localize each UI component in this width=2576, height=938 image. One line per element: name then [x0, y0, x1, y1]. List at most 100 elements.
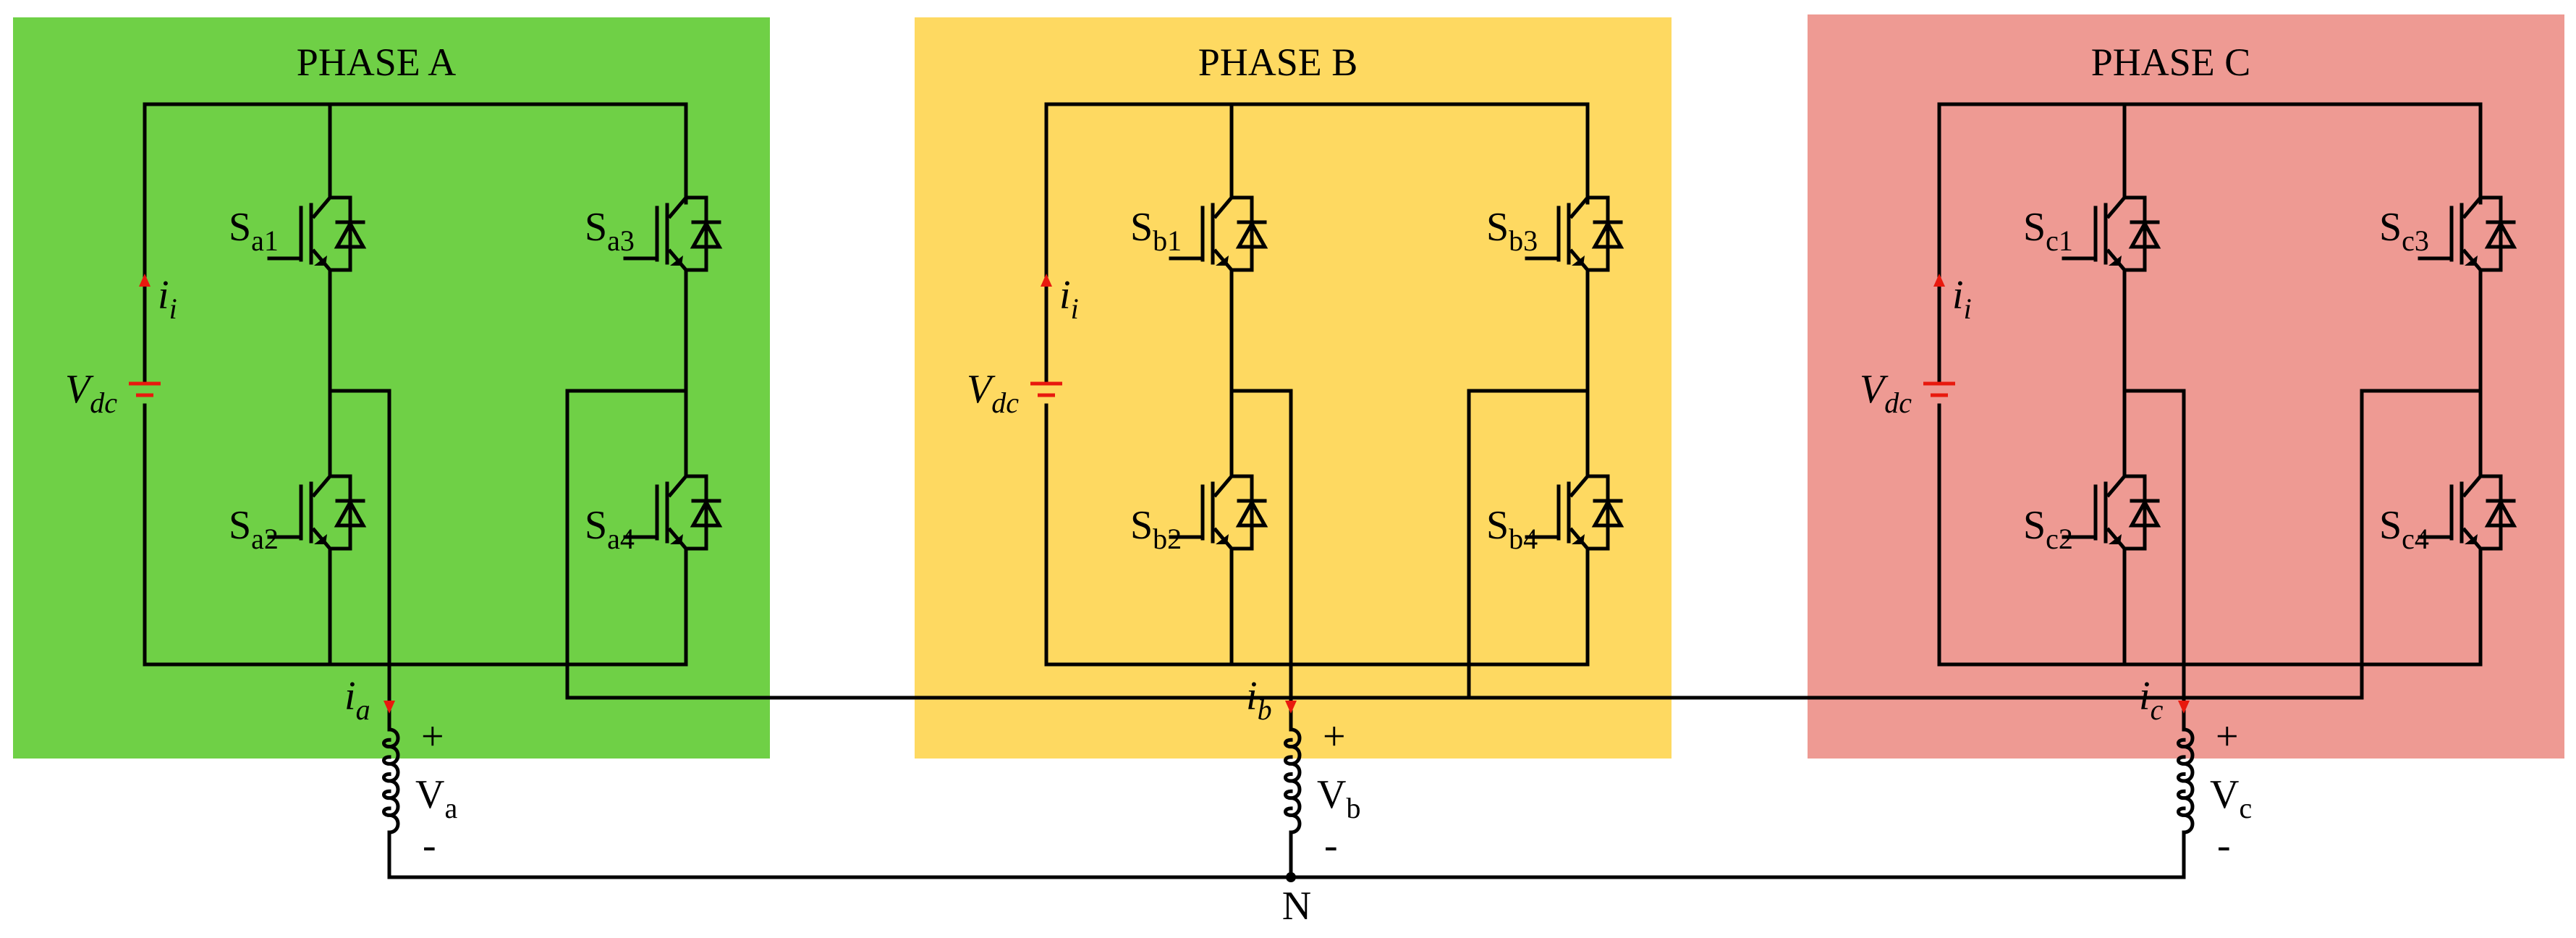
label-phase-c-output-current-sub: c — [2151, 693, 2164, 726]
label-switch-b3-main: S — [1486, 205, 1509, 250]
label-phase-c-vdc-main: V — [1860, 367, 1889, 412]
neutral-node-icon — [1286, 872, 1296, 882]
switch-c1-icon — [2062, 183, 2161, 284]
switch-c3-icon — [2418, 183, 2517, 284]
label-phase-a-vdc-main: V — [65, 367, 94, 412]
phase-c-left-output — [2122, 389, 2186, 711]
phase-b-top-rail — [1044, 102, 1590, 386]
phase-c-output-current-arrow-icon — [2178, 701, 2190, 714]
label-switch-a2: Sa2 — [229, 503, 279, 555]
phase-a-dc-current-arrow-icon — [139, 274, 151, 287]
label-phase-b-dc-current-sub: i — [1071, 292, 1079, 325]
neutral-label: N — [1282, 884, 1311, 929]
label-switch-a3-main: S — [585, 205, 607, 250]
phase-a-bottom-rail — [143, 403, 688, 667]
switch-c4-icon — [2418, 461, 2517, 564]
label-phase-c-voltage-main: V — [2210, 772, 2239, 817]
label-phase-b-voltage: Vb — [1317, 772, 1360, 824]
switch-c2-icon — [2062, 461, 2161, 564]
label-phase-c-voltage: Vc — [2210, 772, 2252, 824]
label-switch-b3-sub: b3 — [1509, 224, 1538, 257]
phase-b-dc-current-arrow-icon — [1041, 274, 1052, 287]
label-switch-a4-main: S — [585, 503, 607, 548]
switch-a4-icon — [623, 461, 723, 564]
label-switch-b4-main: S — [1486, 503, 1509, 548]
phase-c-right-output — [2360, 389, 2483, 700]
label-phase-a-voltage-main: V — [415, 772, 444, 817]
phase-b-minus-sign: - — [1324, 823, 1338, 868]
label-phase-b-dc-current-main: i — [1059, 273, 1071, 318]
phase-a-dc-source-icon — [129, 381, 161, 397]
phase-b-output-current-arrow-icon — [1285, 701, 1297, 714]
label-switch-a1-sub: a1 — [251, 224, 279, 257]
switch-a1-icon — [267, 183, 367, 284]
label-switch-b1: Sb1 — [1130, 205, 1182, 257]
label-switch-c4-main: S — [2379, 503, 2402, 548]
label-switch-b1-sub: b1 — [1153, 224, 1182, 257]
phase-c-plus-sign: + — [2216, 714, 2239, 759]
phase-a-title: PHASE A — [297, 41, 457, 84]
phase-a-panel — [13, 17, 770, 759]
label-switch-b2: Sb2 — [1130, 503, 1182, 555]
label-switch-c1: Sc1 — [2023, 205, 2073, 257]
phase-b-bottom-rail — [1044, 403, 1590, 667]
phase-b-panel — [915, 17, 1672, 759]
label-phase-b-output-current-sub: b — [1258, 693, 1272, 726]
switch-b1-icon — [1169, 183, 1268, 284]
label-switch-c2: Sc2 — [2023, 503, 2073, 555]
label-phase-c-output-current-main: i — [2139, 674, 2151, 719]
label-switch-a2-main: S — [229, 503, 251, 548]
phase-a-inductor-icon — [382, 727, 400, 835]
label-switch-c1-sub: c1 — [2046, 224, 2073, 257]
label-switch-b1-main: S — [1130, 205, 1153, 250]
phase-c-top-rail — [1937, 102, 2483, 386]
phase-b-plus-sign: + — [1323, 714, 1346, 759]
label-phase-a-dc-current-main: i — [158, 273, 169, 318]
label-phase-c-dc-current: ii — [1952, 273, 1972, 325]
label-phase-c-voltage-sub: c — [2239, 792, 2252, 824]
label-phase-c-dc-current-sub: i — [1964, 292, 1972, 325]
phase-a-left-output — [328, 389, 391, 711]
label-phase-b-voltage-sub: b — [1346, 792, 1360, 824]
label-phase-b-dc-current: ii — [1059, 273, 1079, 325]
label-phase-c-vdc: Vdc — [1860, 367, 1912, 419]
phase-c-title: PHASE C — [2091, 41, 2251, 84]
label-phase-c-vdc-sub: dc — [1884, 386, 1912, 419]
label-switch-a3-sub: a3 — [607, 224, 635, 257]
label-switch-b3: Sb3 — [1486, 205, 1538, 257]
phase-c-dc-source-icon — [1923, 381, 1955, 397]
phase-b-title: PHASE B — [1198, 41, 1358, 84]
phase-a-minus-sign: - — [423, 823, 436, 868]
label-phase-b-vdc: Vdc — [967, 367, 1019, 419]
label-switch-c3-sub: c3 — [2402, 224, 2429, 257]
label-phase-c-dc-current-main: i — [1952, 273, 1964, 318]
label-phase-b-vdc-sub: dc — [991, 386, 1019, 419]
label-switch-a2-sub: a2 — [251, 523, 279, 555]
switch-b3-icon — [1525, 183, 1624, 284]
label-phase-a-vdc-sub: dc — [90, 386, 117, 419]
phase-a-top-rail — [143, 102, 688, 386]
phase-c-dc-current-arrow-icon — [1933, 274, 1945, 287]
label-switch-c3: Sc3 — [2379, 205, 2429, 257]
switch-a3-icon — [623, 183, 723, 284]
switch-b4-icon — [1525, 461, 1624, 564]
phase-b-left-output — [1229, 389, 1293, 711]
label-phase-a-output-current-main: i — [344, 674, 356, 719]
switch-a2-icon — [267, 461, 367, 564]
label-switch-a1: Sa1 — [229, 205, 279, 257]
label-phase-b-output-current: ib — [1246, 674, 1272, 726]
label-phase-b-output-current-main: i — [1246, 674, 1258, 719]
phase-b-inductor-icon — [1284, 727, 1302, 835]
phase-b-right-output — [1467, 389, 1590, 700]
label-switch-c2-main: S — [2023, 503, 2046, 548]
label-phase-a-vdc: Vdc — [65, 367, 117, 419]
label-phase-c-output-current: ic — [2139, 674, 2164, 726]
label-phase-a-voltage-sub: a — [444, 792, 457, 824]
label-switch-a4-sub: a4 — [607, 523, 635, 555]
phase-a-output-current-arrow-icon — [384, 701, 395, 714]
phase-c-panel — [1808, 14, 2564, 759]
label-switch-b4-sub: b4 — [1509, 523, 1538, 555]
switch-b2-icon — [1169, 461, 1268, 564]
phase-a-right-output — [565, 389, 688, 700]
